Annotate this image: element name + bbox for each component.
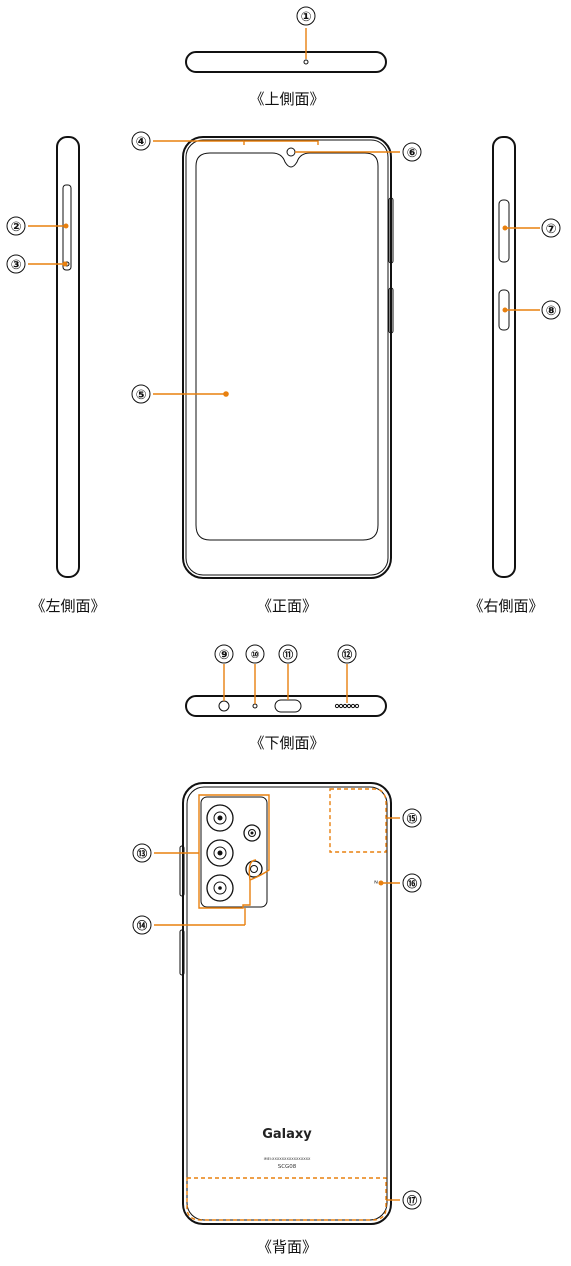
right-side-view: ⑦ ⑧ 《右側面》 <box>468 136 561 615</box>
callout-circle-1 <box>296 6 316 26</box>
callout-10: ⑩ <box>251 649 260 661</box>
callout-17: ⑰ <box>407 1194 418 1207</box>
caption-right-side: 《右側面》 <box>468 597 543 615</box>
nfc-mark-icon: ᴺ <box>374 879 378 888</box>
bottom-side-view: ⑨ ⑩ ⑪ ⑫ 《下側面》 <box>185 644 387 752</box>
callout-8: ⑧ <box>545 304 556 319</box>
callout-12: ⑫ <box>342 648 353 661</box>
camera-module <box>200 796 268 908</box>
top-side-view: ① 《上側面》 <box>185 6 387 108</box>
caption-left-side: 《左側面》 <box>30 597 105 615</box>
back-view: ᴺ Galaxy IMEI:XXXXXXXXXXXXXXXX SCG08 ⑬ ⑭… <box>132 782 422 1256</box>
speaker-grille <box>334 703 360 709</box>
regulatory-fine-print: IMEI:XXXXXXXXXXXXXXXX <box>264 1157 311 1161</box>
callout-7: ⑦ <box>545 222 556 237</box>
callout-2: ② <box>10 220 21 235</box>
callout-9: ⑨ <box>218 648 229 663</box>
brand-logo: Galaxy <box>262 1127 312 1142</box>
callout-15: ⑮ <box>407 812 418 825</box>
callout-6: ⑥ <box>406 146 417 161</box>
caption-front: 《正面》 <box>257 597 317 615</box>
callout-14: ⑭ <box>137 919 148 932</box>
callout-3: ③ <box>10 258 21 273</box>
caption-top-side: 《上側面》 <box>249 90 324 108</box>
callout-5: ⑤ <box>135 388 146 403</box>
callout-11: ⑪ <box>283 648 294 661</box>
callout-1: ① <box>300 10 311 25</box>
caption-back: 《背面》 <box>257 1238 317 1256</box>
caption-bottom-side: 《下側面》 <box>249 734 324 752</box>
callout-13: ⑬ <box>137 847 148 860</box>
model-number: SCG08 <box>278 1164 297 1170</box>
left-side-view: ② ③ 《左側面》 <box>6 136 106 615</box>
callout-16: ⑯ <box>407 877 418 890</box>
front-view: ④ ⑤ ⑥ 《正面》 <box>131 131 422 615</box>
callout-4: ④ <box>135 135 146 150</box>
